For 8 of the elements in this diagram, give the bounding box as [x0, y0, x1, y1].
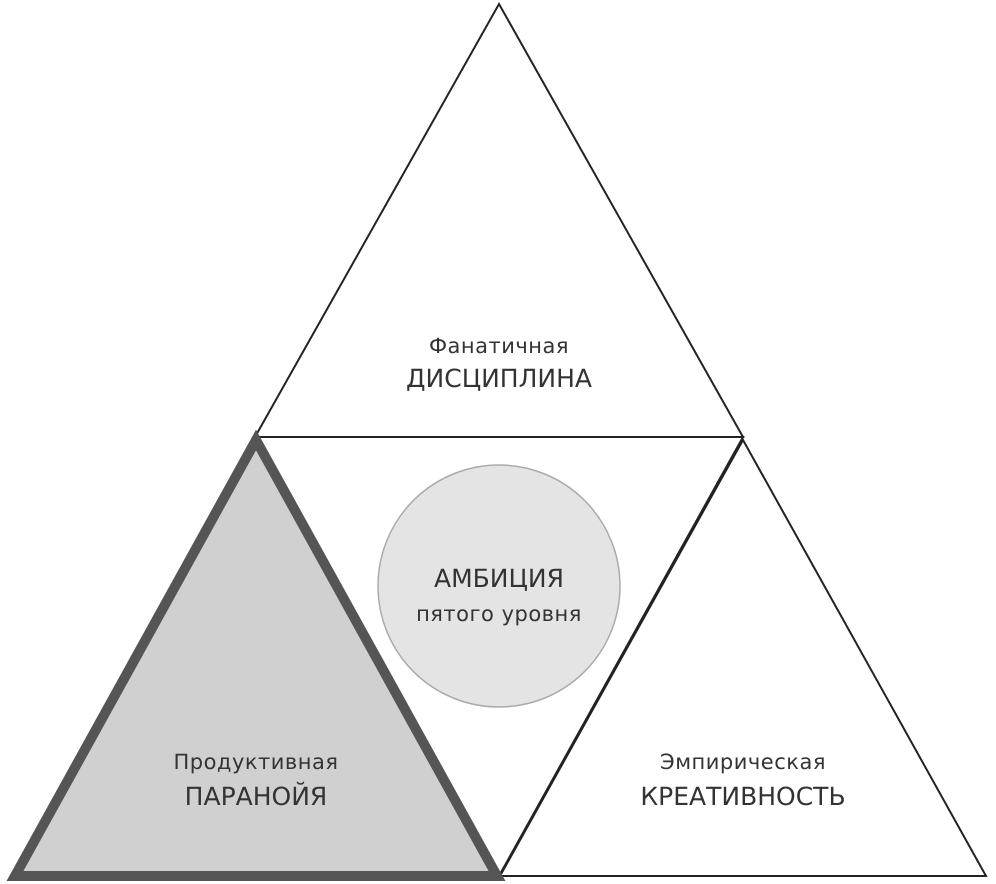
heading-text: Эмпирическая	[659, 750, 827, 776]
heading-text: Фанатичная	[428, 334, 570, 360]
subheading-text: пятого уровня	[415, 602, 583, 628]
subheading-text: ПАРАНОЙЯ	[184, 782, 328, 812]
subheading-text: КРЕАТИВНОСТЬ	[639, 782, 847, 812]
heading-text: АМБИЦИЯ	[432, 564, 565, 594]
heading-text: Продуктивная	[172, 750, 340, 776]
subheading-text: ДИСЦИПЛИНА	[405, 364, 593, 394]
